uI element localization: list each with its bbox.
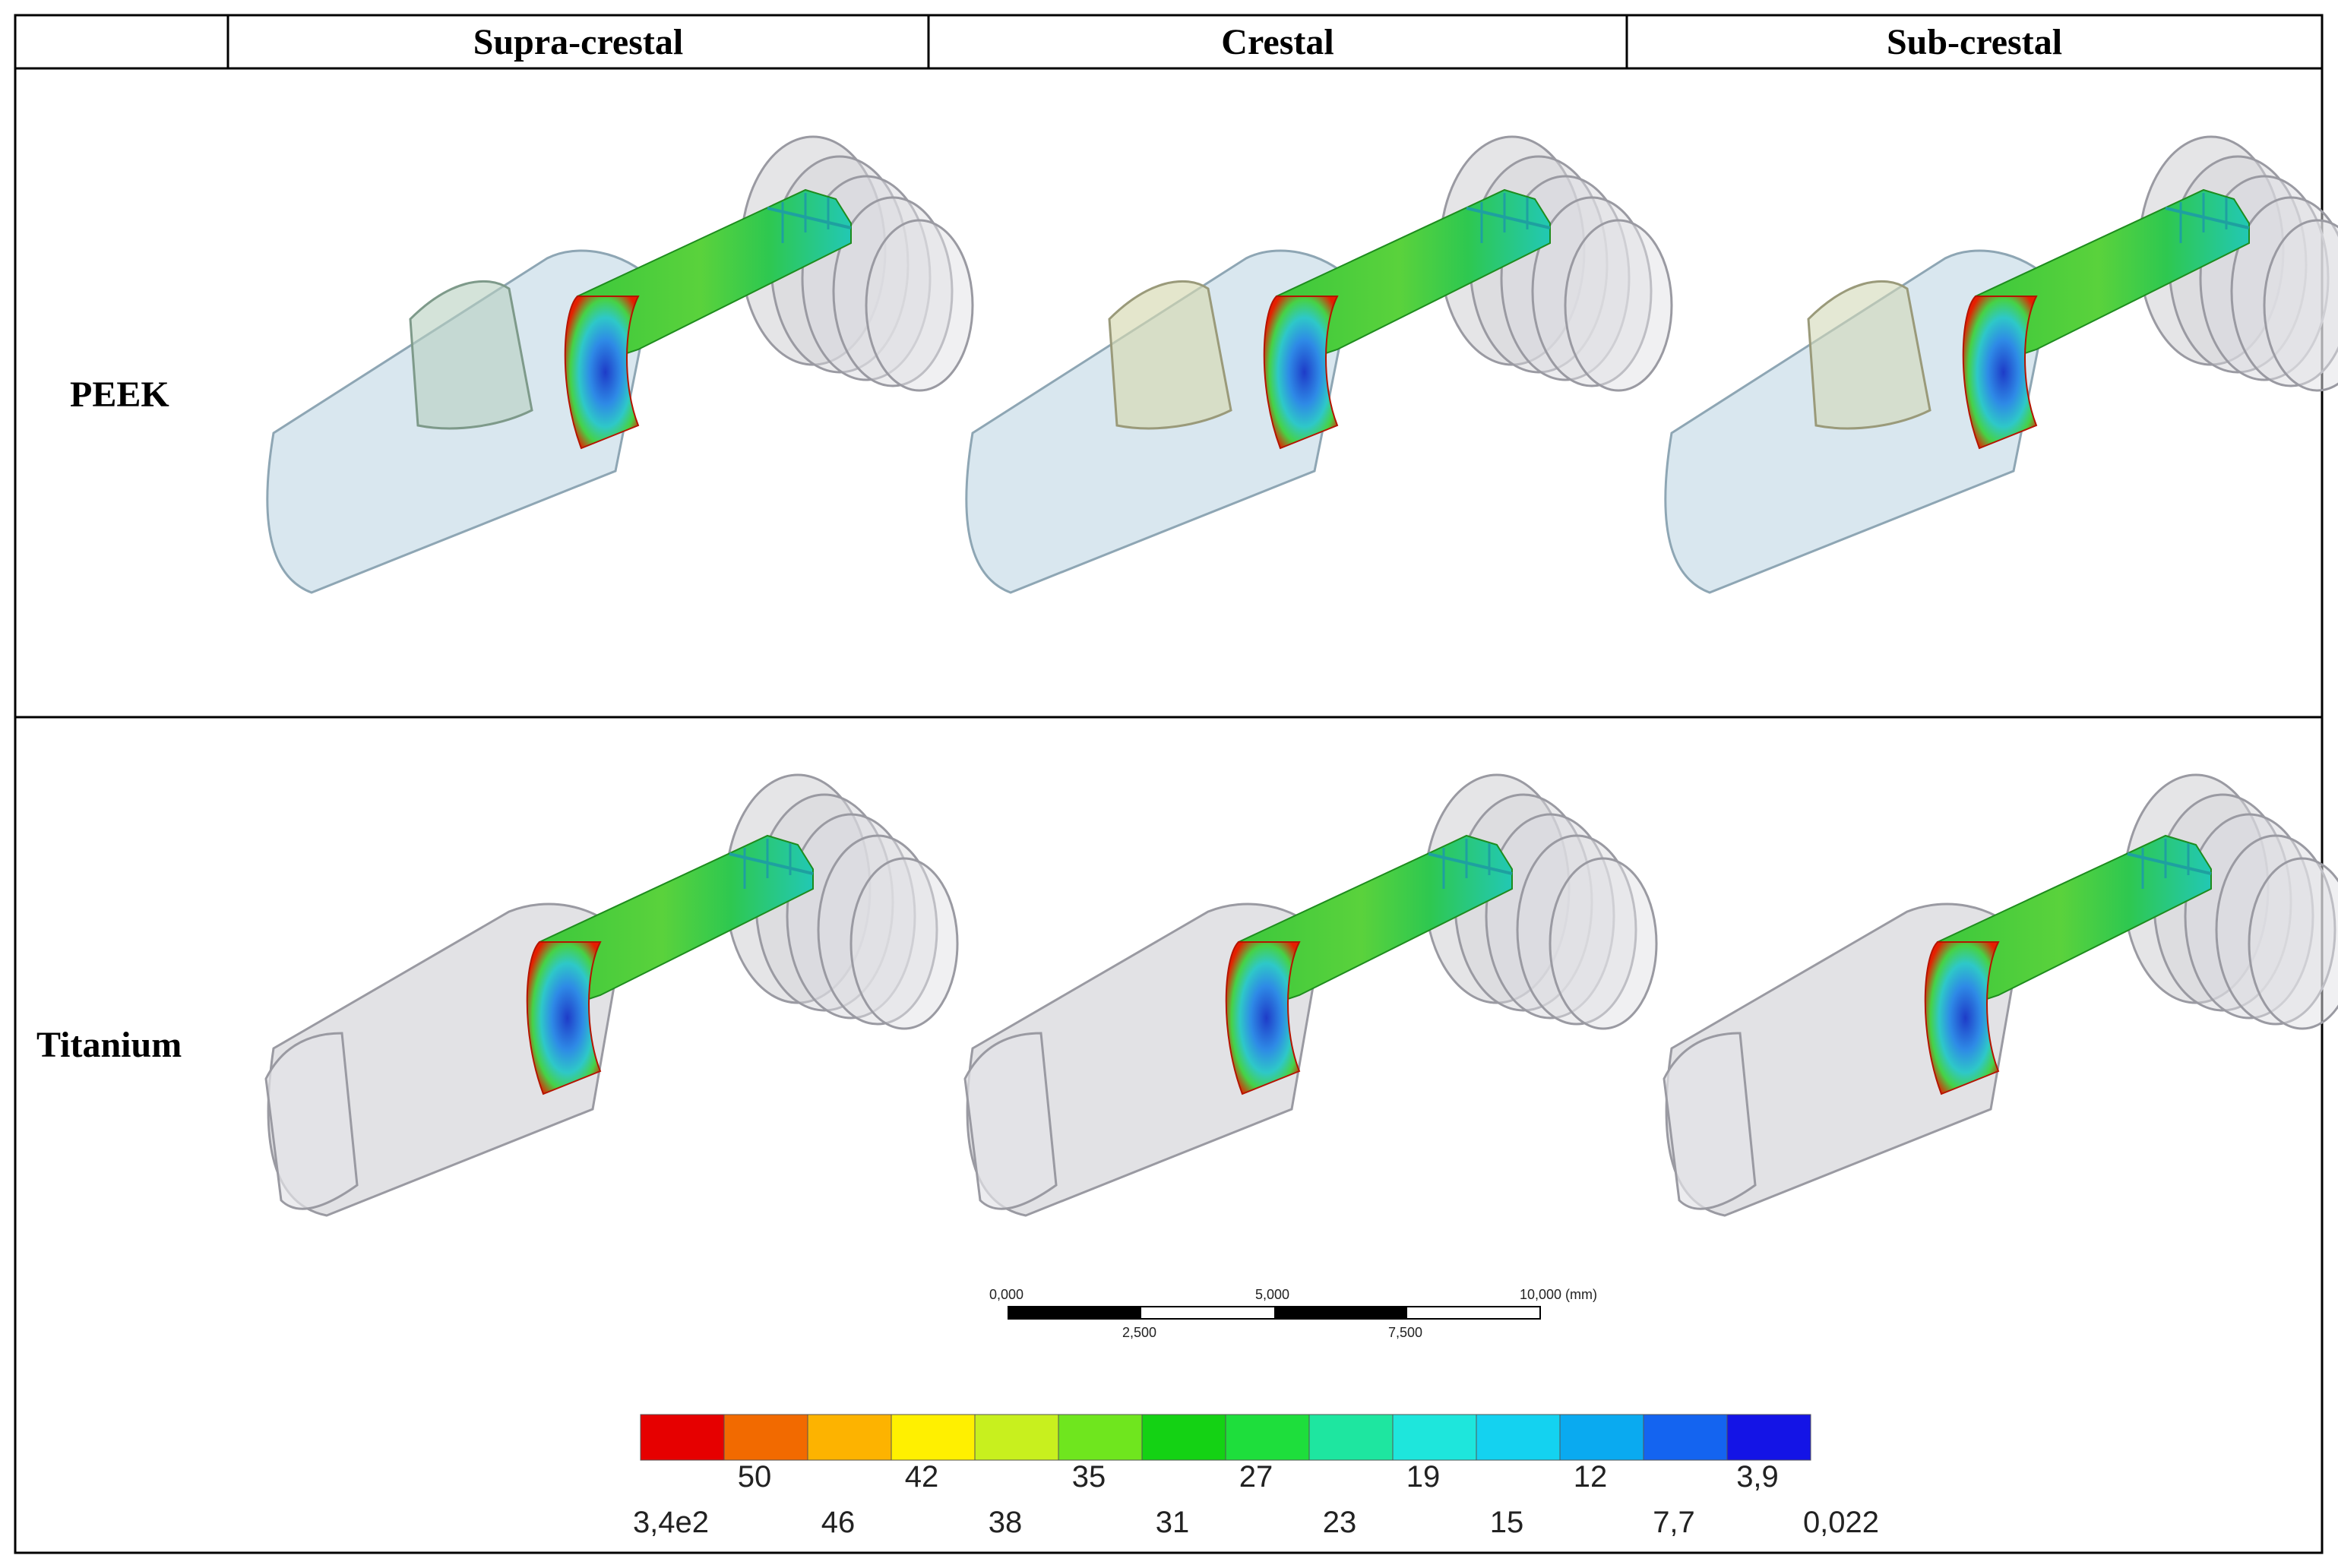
legend-label-46: 46 xyxy=(821,1506,856,1539)
scale-bar xyxy=(1008,1306,1541,1320)
row-label-peek: PEEK xyxy=(70,375,169,415)
legend-label-0-022: 0,022 xyxy=(1802,1506,1880,1539)
render-peek-supra-crestal xyxy=(266,135,974,594)
legend-swatch xyxy=(1058,1414,1143,1461)
legend-label-38: 38 xyxy=(988,1506,1023,1539)
legend-swatch xyxy=(1559,1414,1644,1461)
render-titanium-crestal xyxy=(963,773,1658,1217)
scale-label-5: 5,000 xyxy=(1255,1287,1290,1302)
render-titanium-supra-crestal xyxy=(264,773,959,1217)
legend-swatch xyxy=(1643,1414,1728,1461)
column-header-supra-crestal: Supra-crestal xyxy=(473,21,684,62)
legend-label-35: 35 xyxy=(1071,1460,1106,1494)
column-header-crestal: Crestal xyxy=(1221,21,1334,62)
legend-swatch xyxy=(974,1414,1059,1461)
legend-swatch xyxy=(1308,1414,1394,1461)
render-peek-crestal xyxy=(965,135,1673,594)
legend-swatch xyxy=(1225,1414,1310,1461)
legend-label-7-7: 7,7 xyxy=(1653,1506,1695,1539)
legend-swatch xyxy=(1141,1414,1226,1461)
legend-swatch xyxy=(1392,1414,1477,1461)
legend-swatch xyxy=(1476,1414,1561,1461)
row-label-titanium: Titanium xyxy=(36,1025,182,1065)
scale-label-10: 10,000 (mm) xyxy=(1520,1287,1598,1302)
legend-label-27: 27 xyxy=(1239,1460,1273,1494)
legend-label-19: 19 xyxy=(1406,1460,1441,1494)
legend-label-23: 23 xyxy=(1322,1506,1357,1539)
legend-label-3-9: 3,9 xyxy=(1736,1460,1779,1494)
legend-label-12: 12 xyxy=(1573,1460,1608,1494)
render-titanium-sub-crestal xyxy=(1663,773,2338,1217)
legend-label-31: 31 xyxy=(1155,1506,1190,1539)
legend-label-15: 15 xyxy=(1489,1506,1524,1539)
color-legend xyxy=(640,1414,1811,1461)
table-grid xyxy=(14,14,2324,1554)
legend-label-50: 50 xyxy=(737,1460,772,1494)
legend-swatch xyxy=(891,1414,976,1461)
scale-label-2-5: 2,500 xyxy=(1122,1325,1157,1340)
legend-label-3-4e2: 3,4e2 xyxy=(632,1506,710,1539)
legend-swatch xyxy=(1726,1414,1811,1461)
legend-label-42: 42 xyxy=(904,1460,939,1494)
legend-swatch xyxy=(807,1414,892,1461)
column-header-sub-crestal: Sub-crestal xyxy=(1886,21,2063,62)
legend-swatch xyxy=(640,1414,725,1461)
scale-label-0: 0,000 xyxy=(989,1287,1024,1302)
scale-label-7-5: 7,500 xyxy=(1388,1325,1423,1340)
render-peek-sub-crestal xyxy=(1664,135,2338,594)
legend-swatch xyxy=(723,1414,808,1461)
